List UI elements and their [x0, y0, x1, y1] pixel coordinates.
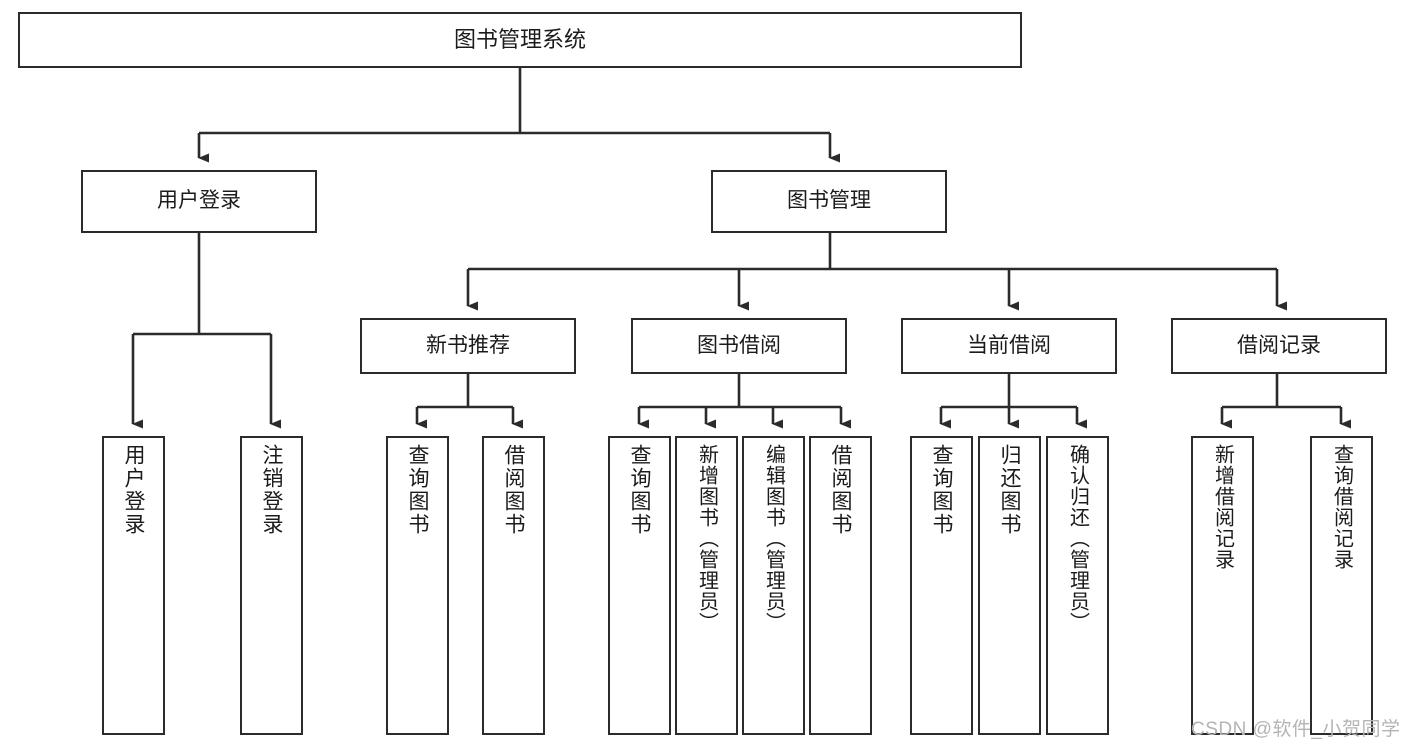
- node-current-borrow[interactable]: 当前借阅: [901, 318, 1117, 374]
- node-label: 借阅图书: [502, 444, 525, 536]
- node-label: 查询借阅记录: [1330, 444, 1353, 570]
- node-leaf-query-book-recommend[interactable]: 查询图书: [386, 436, 449, 735]
- node-leaf-borrow-book-recommend[interactable]: 借阅图书: [482, 436, 545, 735]
- node-leaf-logout[interactable]: 注销登录: [240, 436, 303, 735]
- node-label: 查询图书: [930, 444, 953, 536]
- node-label: 注销登录: [260, 444, 283, 536]
- node-leaf-add-borrow-record[interactable]: 新增借阅记录: [1191, 436, 1254, 735]
- node-leaf-return-book[interactable]: 归还图书: [978, 436, 1041, 735]
- node-label: 新增图书（管理员）: [695, 444, 718, 633]
- node-label: 借阅图书: [829, 444, 852, 536]
- node-leaf-query-book-current[interactable]: 查询图书: [910, 436, 973, 735]
- node-label: 确认归还（管理员）: [1066, 444, 1089, 633]
- node-label: 当前借阅: [967, 333, 1051, 357]
- node-user-login[interactable]: 用户登录: [81, 170, 317, 233]
- node-label: 新增借阅记录: [1211, 444, 1234, 570]
- node-label: 用户登录: [122, 444, 145, 536]
- node-leaf-edit-book-admin[interactable]: 编辑图书（管理员）: [742, 436, 805, 735]
- node-leaf-confirm-return-admin[interactable]: 确认归还（管理员）: [1046, 436, 1109, 735]
- csdn-watermark: CSDN @软件_小贺同学: [1191, 719, 1401, 740]
- node-leaf-borrow-book[interactable]: 借阅图书: [809, 436, 872, 735]
- node-label: 借阅记录: [1237, 333, 1321, 357]
- node-label: 编辑图书（管理员）: [762, 444, 785, 633]
- node-leaf-query-borrow-record[interactable]: 查询借阅记录: [1310, 436, 1373, 735]
- node-borrow-record[interactable]: 借阅记录: [1171, 318, 1387, 374]
- node-label: 图书管理: [787, 189, 871, 213]
- node-new-book-recommend[interactable]: 新书推荐: [360, 318, 576, 374]
- node-root-book-management-system[interactable]: 图书管理系统: [18, 12, 1022, 68]
- node-label: 图书借阅: [697, 333, 781, 357]
- node-label: 归还图书: [998, 444, 1021, 536]
- node-label: 用户登录: [157, 189, 241, 213]
- node-leaf-user-login[interactable]: 用户登录: [102, 436, 165, 735]
- node-label: 图书管理系统: [453, 27, 586, 53]
- node-label: 查询图书: [406, 444, 429, 536]
- node-leaf-add-book-admin[interactable]: 新增图书（管理员）: [675, 436, 738, 735]
- node-label: 新书推荐: [426, 333, 510, 357]
- node-book-borrow[interactable]: 图书借阅: [631, 318, 847, 374]
- node-book-management[interactable]: 图书管理: [711, 170, 947, 233]
- node-leaf-query-book-borrow[interactable]: 查询图书: [608, 436, 671, 735]
- node-label: 查询图书: [628, 444, 651, 536]
